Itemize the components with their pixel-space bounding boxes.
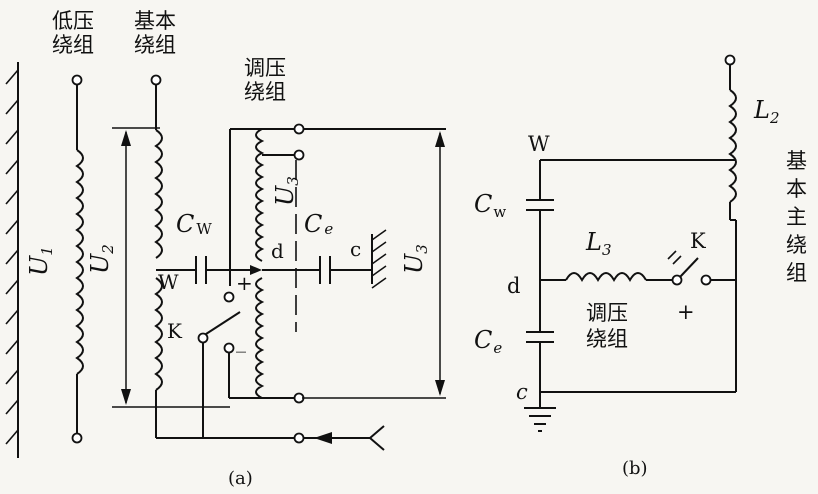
basic-winding-label-1: 基本 (134, 9, 176, 33)
L3-coil (565, 272, 647, 283)
basic-winding (150, 74, 163, 438)
ground-symbol-a (371, 229, 387, 289)
minus-label-a: _ (236, 329, 246, 353)
U3-inner-label: U3 (271, 176, 302, 206)
d-label: d (271, 239, 284, 263)
regulating-winding (255, 128, 305, 404)
U1-label: U1 (25, 246, 56, 276)
K-label-a: K (167, 319, 183, 343)
L2-top-terminal (724, 54, 736, 66)
c-label: c (350, 237, 361, 261)
reg-winding-b-label-1: 调压 (586, 301, 628, 325)
W-label: W (158, 270, 179, 294)
input-fork-1 (369, 425, 385, 439)
main-winding-char-2: 本 (786, 177, 807, 201)
caption-a: (a) (228, 468, 253, 489)
U2-label: U2 (86, 244, 117, 274)
core-hatching (5, 69, 19, 445)
L3-label: L3 (585, 228, 611, 259)
reg-top-terminal (293, 123, 305, 135)
bottom-terminal (293, 432, 305, 444)
main-winding-char-4: 绕 (786, 233, 807, 257)
low-voltage-winding (71, 74, 84, 444)
d-b-label: d (507, 274, 520, 298)
input-arrow (314, 432, 332, 444)
panel-b: L2 W Cw Ce d c L3 (474, 54, 807, 479)
L2-coil (728, 89, 737, 203)
main-winding-char-5: 组 (786, 261, 807, 285)
reg-winding-label-2: 绕组 (244, 80, 286, 104)
K-b-label: K (690, 229, 706, 253)
caption-b: (b) (622, 458, 648, 479)
reg-winding-b-label-2: 绕组 (586, 327, 628, 351)
d-arrow (250, 265, 262, 275)
reg-winding-label-1: 调压 (244, 56, 286, 80)
ground-symbol-b (524, 407, 556, 432)
low-winding-label-2: 绕组 (52, 33, 94, 57)
Cw-b-label: Cw (474, 190, 506, 221)
switch-K-a (197, 291, 262, 438)
main-winding-char-3: 主 (786, 205, 807, 229)
U2-dimension (112, 127, 230, 408)
Ce-b-label: Ce (474, 326, 502, 357)
low-winding-label-1: 低压 (52, 9, 94, 33)
basic-winding-label-2: 绕组 (134, 33, 176, 57)
W-label-b: W (528, 132, 550, 156)
c-b-label: c (516, 380, 528, 404)
plus-b-label: + (677, 300, 695, 324)
U3-dimension (302, 131, 446, 399)
main-winding-char-1: 基 (786, 149, 807, 173)
plus-label-a: + (236, 271, 253, 295)
U3-label: U3 (400, 244, 431, 274)
L2-label: L2 (753, 96, 779, 127)
switch-K-b (667, 250, 736, 286)
input-fork-2 (369, 437, 385, 451)
